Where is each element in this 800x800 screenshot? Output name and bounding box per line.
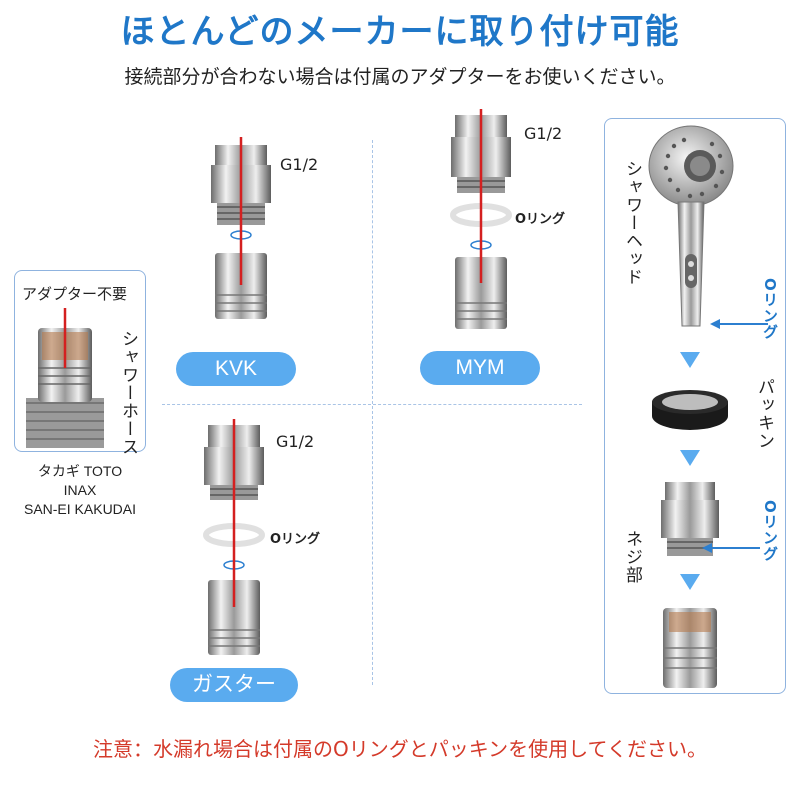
screw-label: ネジ部 — [622, 530, 642, 584]
shower-head-label: シャワーヘッド — [622, 160, 642, 286]
page-title: ほとんどのメーカーに取り付け可能 — [120, 12, 680, 52]
kvk-adapter-icon — [211, 137, 271, 319]
screw-adapter-icon — [661, 482, 719, 556]
oring-bottom-label: Oリング — [761, 500, 779, 562]
gaster-thread-label: G1/2 — [276, 432, 315, 451]
page-subtitle: 接続部分が合わない場合は付属のアダプターをお使いください。 — [124, 66, 676, 88]
brand-line: SAN-EI KAKUDAI — [23, 501, 137, 517]
gaster-badge: ガスター — [170, 668, 298, 702]
oring-bottom-arrow-icon — [702, 543, 760, 553]
down-arrow-icon — [680, 574, 700, 590]
mym-badge: MYM — [420, 351, 540, 385]
gaster-adapter-icon — [203, 419, 265, 655]
shower-head-icon — [648, 125, 734, 327]
mym-adapter-icon — [450, 109, 512, 329]
hose-end-icon — [663, 608, 717, 688]
shower-hose-label: シャワーホース — [118, 330, 138, 456]
mym-thread-label: G1/2 — [524, 124, 563, 143]
kvk-badge: KVK — [176, 352, 296, 386]
down-arrow-icon — [680, 450, 700, 466]
compatible-brands: タカギ TOTO INAX SAN-EI KAKUDAI — [0, 462, 160, 519]
brand-line: タカギ TOTO — [37, 463, 123, 479]
packing-label: パッキン — [754, 378, 774, 450]
down-arrow-icon — [680, 352, 700, 368]
divider-vertical — [372, 140, 373, 685]
footer-warning: 注意：水漏れ場合は付属のOリングとパッキンを使用してください。 — [93, 737, 707, 761]
kvk-thread-label: G1/2 — [280, 155, 319, 174]
divider-horizontal — [162, 404, 582, 405]
gaster-oring-label: Oリング — [270, 532, 321, 547]
oring-top-arrow-icon — [710, 319, 768, 329]
packing-icon — [652, 390, 728, 430]
oring-top-label: Oリング — [761, 278, 779, 340]
adapter-unneeded-label: アダプター不要 — [22, 285, 128, 303]
mym-oring-label: Oリング — [515, 212, 566, 227]
shower-hose-icon — [26, 308, 104, 448]
brand-line: INAX — [63, 482, 97, 498]
